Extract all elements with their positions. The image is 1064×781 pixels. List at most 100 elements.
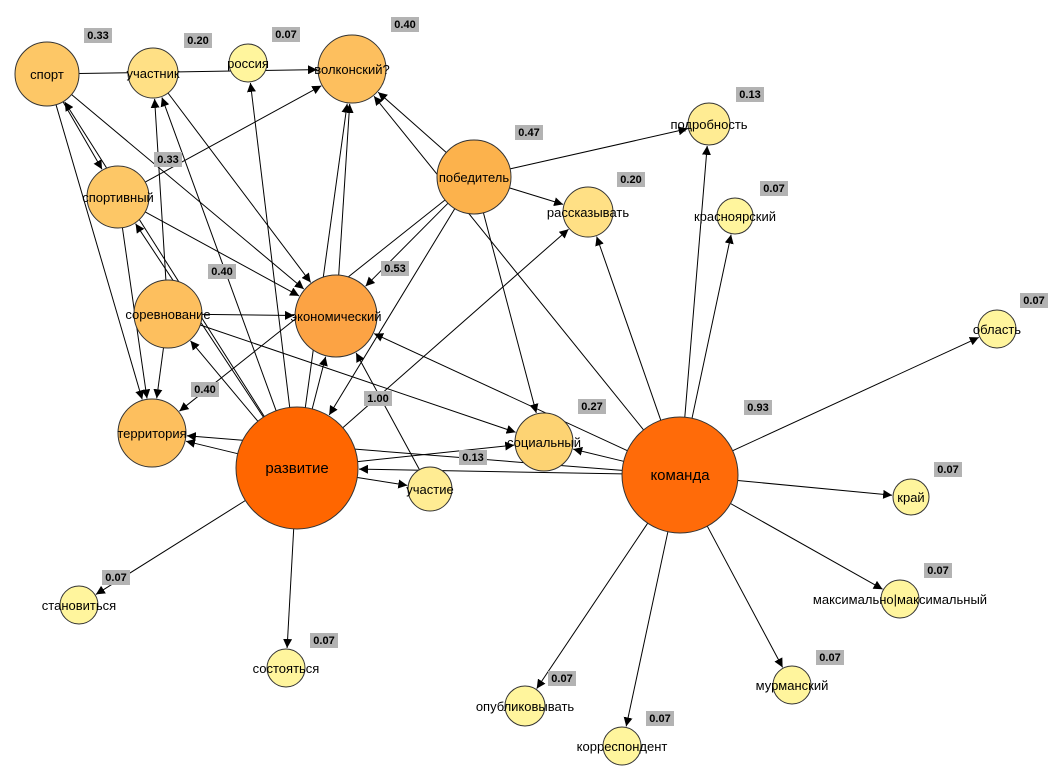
edge-komanda-to-rasskazyvat xyxy=(595,236,662,421)
node-circle[interactable] xyxy=(407,466,453,512)
node-krai[interactable]: край xyxy=(892,478,930,516)
node-circle[interactable] xyxy=(514,412,574,472)
score-badge: 0.40 xyxy=(191,382,219,397)
score-badge-bg xyxy=(548,671,576,686)
score-badge-bg xyxy=(381,261,409,276)
score-badge-value: 0.07 xyxy=(275,29,296,41)
node-podrobnost[interactable]: подробность xyxy=(670,102,748,146)
edge-razvitie-to-sostoyatsya xyxy=(283,528,295,649)
node-circle[interactable] xyxy=(602,726,642,766)
edge-sportivny-to-ekonomichesky xyxy=(144,211,300,297)
node-circle[interactable] xyxy=(228,43,268,83)
node-uchastnik[interactable]: участник xyxy=(126,47,180,99)
score-badge-value: 0.53 xyxy=(384,263,405,275)
node-label: максимально|максимальный xyxy=(813,592,987,607)
node-razvitie[interactable]: развитие xyxy=(235,406,359,530)
score-badge: 0.07 xyxy=(272,27,300,42)
score-badge-value: 0.07 xyxy=(649,713,670,725)
score-badge-value: 0.13 xyxy=(739,89,760,101)
score-badge-bg xyxy=(310,633,338,648)
edge-sorevnovanie-to-ekonomichesky xyxy=(201,310,295,320)
node-maksimalno[interactable]: максимально|максимальный xyxy=(813,579,987,619)
node-label: спорт xyxy=(30,67,64,82)
node-circle[interactable] xyxy=(716,197,754,235)
score-badge-bg xyxy=(578,399,606,414)
node-territoriya[interactable]: территория xyxy=(117,398,187,468)
node-label: участие xyxy=(406,482,453,497)
score-badge-bg xyxy=(84,28,112,43)
node-label: победитель xyxy=(439,170,510,185)
node-sport[interactable]: спорт xyxy=(14,41,80,107)
node-circle[interactable] xyxy=(436,139,512,215)
node-circle[interactable] xyxy=(880,579,920,619)
score-badge-value: 0.40 xyxy=(211,266,232,278)
node-circle[interactable] xyxy=(317,34,387,104)
node-sportivny[interactable]: спортивный xyxy=(82,165,154,229)
node-circle[interactable] xyxy=(127,47,179,99)
edge-komanda-to-ekonomichesky xyxy=(373,333,628,452)
edge-sport-to-volkonsky xyxy=(78,65,318,75)
node-circle[interactable] xyxy=(14,41,80,107)
edge-pobeditel-to-rasskazyvat xyxy=(509,187,564,207)
node-rossiya[interactable]: россия xyxy=(227,43,269,83)
node-circle[interactable] xyxy=(504,685,546,727)
node-murmansky[interactable]: мурманский xyxy=(756,665,829,705)
node-krasnoyarsky[interactable]: красноярский xyxy=(694,197,776,235)
node-oblast[interactable]: область xyxy=(973,309,1021,349)
node-circle[interactable] xyxy=(687,102,731,146)
edge-sorevnovanie-to-territoriya xyxy=(153,347,164,399)
node-circle[interactable] xyxy=(266,648,306,688)
edge-komanda-to-krasnoyarsky xyxy=(691,234,734,419)
node-circle[interactable] xyxy=(892,478,930,516)
node-circle[interactable] xyxy=(133,279,203,349)
node-opublikovyvat[interactable]: опубликовывать xyxy=(476,685,575,727)
score-badge-value: 1.00 xyxy=(367,393,388,405)
node-circle[interactable] xyxy=(562,186,614,238)
node-label: волконский? xyxy=(314,62,389,77)
score-badge-value: 0.40 xyxy=(194,384,215,396)
node-label: рассказывать xyxy=(547,205,629,220)
node-label: край xyxy=(897,490,924,505)
node-sostoyatsya[interactable]: состояться xyxy=(253,648,320,688)
node-circle[interactable] xyxy=(117,398,187,468)
edge-razvitie-to-volkonsky xyxy=(304,103,351,408)
score-badge-value: 0.07 xyxy=(551,673,572,685)
edge-ekonomichesky-to-volkonsky xyxy=(338,103,354,276)
score-badge-value: 0.07 xyxy=(763,183,784,195)
node-volkonsky[interactable]: волконский? xyxy=(314,34,390,104)
edge-komanda-to-krai xyxy=(737,480,893,499)
node-circle[interactable] xyxy=(977,309,1017,349)
edge-razvitie-to-sorevnovanie xyxy=(190,340,259,422)
edge-razvitie-to-uchastie xyxy=(357,477,408,489)
score-badge: 0.13 xyxy=(736,87,764,102)
node-ekonomichesky[interactable]: экономический xyxy=(290,274,382,358)
node-circle[interactable] xyxy=(772,665,812,705)
node-pobeditel[interactable]: победитель xyxy=(436,139,512,215)
node-socialny[interactable]: социальный xyxy=(507,412,581,472)
node-sorevnovanie[interactable]: соревнование xyxy=(125,279,211,349)
node-label: развитие xyxy=(265,460,328,477)
edge-sport-to-ekonomichesky xyxy=(71,94,305,290)
score-badge-bg xyxy=(184,33,212,48)
node-korrespondent[interactable]: корреспондент xyxy=(577,726,668,766)
score-badge-value: 0.20 xyxy=(187,35,208,47)
node-stanovitsya[interactable]: становиться xyxy=(42,585,116,625)
score-badge: 1.00 xyxy=(364,391,392,406)
node-label: мурманский xyxy=(756,678,829,693)
node-circle[interactable] xyxy=(294,274,378,358)
node-uchastie[interactable]: участие xyxy=(406,466,454,512)
node-circle[interactable] xyxy=(59,585,99,625)
node-circle[interactable] xyxy=(235,406,359,530)
edge-sport-to-territoriya xyxy=(55,104,144,400)
node-circle[interactable] xyxy=(621,416,739,534)
node-label: красноярский xyxy=(694,209,776,224)
node-label: корреспондент xyxy=(577,739,668,754)
node-komanda[interactable]: команда xyxy=(621,416,739,534)
node-circle[interactable] xyxy=(86,165,150,229)
score-badge-bg xyxy=(744,400,772,415)
score-badge: 0.07 xyxy=(548,671,576,686)
node-rasskazyvat[interactable]: рассказывать xyxy=(547,186,629,238)
score-badge: 0.53 xyxy=(381,261,409,276)
edge-pobeditel-to-volkonsky xyxy=(377,91,447,153)
score-badge-bg xyxy=(924,563,952,578)
